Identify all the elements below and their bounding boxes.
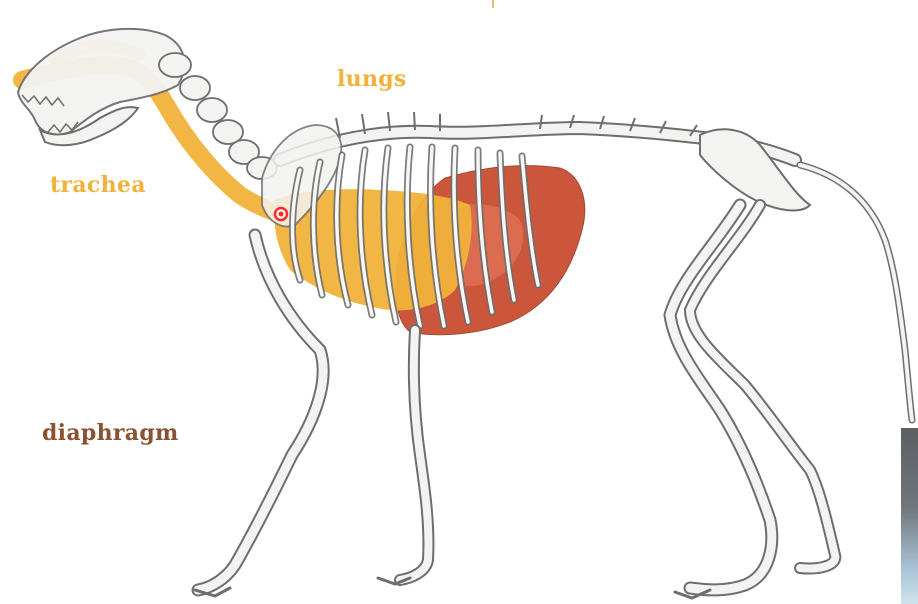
lungs-shape bbox=[274, 189, 472, 311]
front-leg-left bbox=[191, 228, 330, 598]
teeth-upper bbox=[21, 94, 65, 107]
red-pointer-dot-icon bbox=[273, 206, 289, 222]
video-thumbnail-edge bbox=[901, 428, 918, 604]
hind-leg-front bbox=[663, 198, 779, 600]
tail-fill bbox=[798, 163, 914, 422]
spinous-processes bbox=[335, 111, 698, 139]
label-trachea: trachea bbox=[50, 172, 146, 198]
neck-vertebrae bbox=[158, 52, 278, 180]
pelvis bbox=[699, 128, 812, 212]
label-lungs: lungs bbox=[337, 66, 407, 92]
jaw bbox=[37, 106, 140, 147]
front-leg-right bbox=[376, 324, 435, 586]
hind-leg-back bbox=[683, 199, 842, 575]
ribs-fill bbox=[290, 145, 540, 328]
label-diaphragm: diaphragm bbox=[42, 420, 179, 446]
teeth-lower bbox=[47, 121, 79, 134]
skull bbox=[16, 27, 186, 136]
